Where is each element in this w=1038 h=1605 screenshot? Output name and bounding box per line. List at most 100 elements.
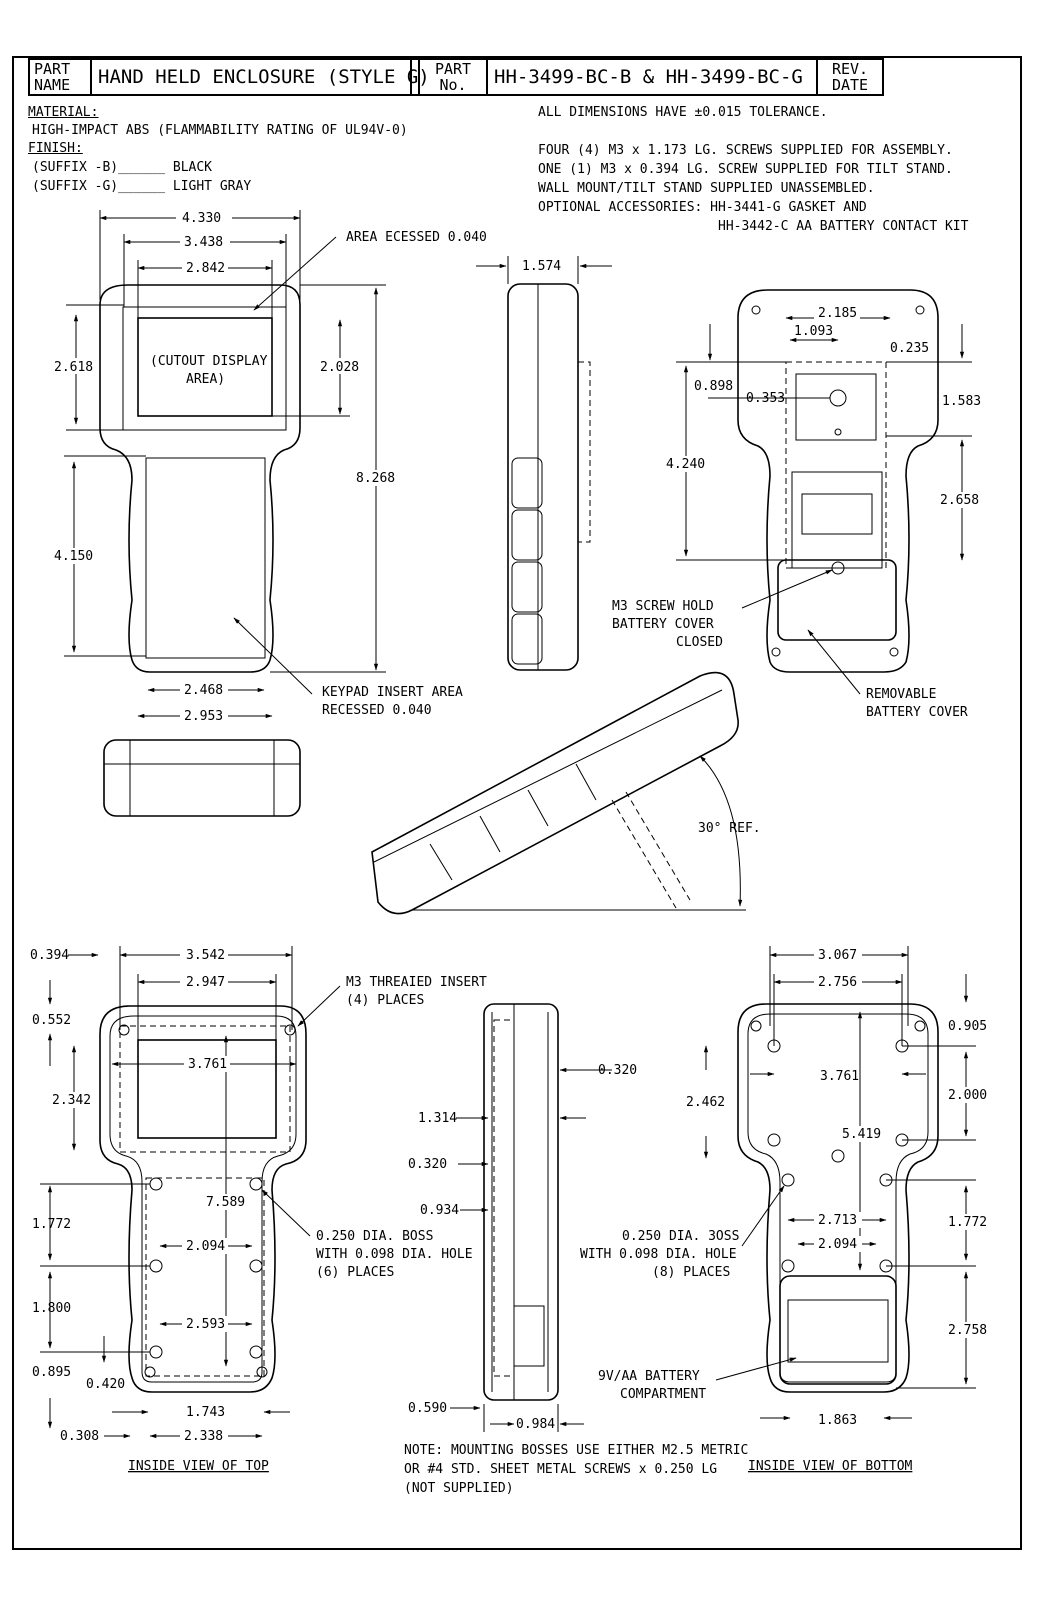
dim-1800: 1.800	[32, 1301, 71, 1316]
front-outline	[99, 284, 301, 673]
label-battery-2: COMPARTMENT	[620, 1387, 706, 1402]
drawing-border	[12, 56, 1022, 1550]
section-view: 0.320 1.314 0.320 0.934 0.590 0.984	[408, 1003, 637, 1432]
dim-0895: 0.895	[32, 1365, 71, 1380]
dim-2953: 2.953	[184, 709, 223, 724]
accessories-note-1: OPTIONAL ACCESSORIES: HH-3441-G GASKET A…	[538, 200, 867, 215]
battery-compartment	[779, 1275, 897, 1385]
inside-top-view: 0.394 3.542 2.947 0.552 3.761 2.342 7.58…	[30, 946, 487, 1474]
material-heading: MATERIAL:	[28, 105, 99, 120]
title-block: PART NAME HAND HELD ENCLOSURE (STYLE G) …	[28, 58, 884, 96]
dim-section-0320a: 0.320	[598, 1063, 637, 1078]
section-outline	[483, 1003, 559, 1401]
dim-2185: 2.185	[818, 306, 857, 321]
label-keypad-1: KEYPAD INSERT AREA	[322, 685, 463, 700]
dim-2713: 2.713	[818, 1213, 857, 1228]
side-outline	[507, 283, 579, 671]
dim-bottom-3761: 3.761	[820, 1069, 859, 1084]
inside-bottom-outline	[737, 1003, 939, 1393]
dim-4150: 4.150	[54, 549, 93, 564]
dim-0394: 0.394	[30, 948, 69, 963]
dim-0984: 0.984	[516, 1417, 555, 1432]
dim-2468: 2.468	[184, 683, 223, 698]
bosses-note-1: NOTE: MOUNTING BOSSES USE EITHER M2.5 ME…	[404, 1443, 749, 1458]
dim-2094: 2.094	[186, 1239, 225, 1254]
label-screw-2: BATTERY COVER	[612, 617, 714, 632]
label-top-boss-1: 0.250 DIA. BOSS	[316, 1229, 433, 1244]
dim-2342: 2.342	[52, 1093, 91, 1108]
label-screw-3: CLOSED	[676, 635, 723, 650]
screws-note-1: FOUR (4) M3 x 1.173 LG. SCREWS SUPPLIED …	[538, 143, 953, 158]
dim-0353: 0.353	[746, 391, 785, 406]
dim-1574: 1.574	[522, 259, 561, 274]
tilt-view: 30° REF.	[371, 671, 761, 915]
label-keypad-2: RECESSED 0.040	[322, 703, 432, 718]
dim-1093: 1.093	[794, 324, 833, 339]
part-no-label: PART No.	[418, 60, 488, 94]
dim-2756: 2.756	[818, 975, 857, 990]
label-cutout-2: AREA)	[186, 372, 225, 387]
dim-2338: 2.338	[184, 1429, 223, 1444]
part-name: HAND HELD ENCLOSURE (STYLE G)	[92, 60, 430, 94]
dim-bottom-1772: 1.772	[948, 1215, 987, 1230]
accessories-note-2: HH-3442-C AA BATTERY CONTACT KIT	[718, 219, 969, 234]
dim-0905: 0.905	[948, 1019, 987, 1034]
label-area-recessed: AREA ECESSED 0.040	[346, 230, 487, 245]
dim-1772: 1.772	[32, 1217, 71, 1232]
label-cover-1: REMOVABLE	[866, 687, 936, 702]
dim-0308: 0.308	[60, 1429, 99, 1444]
dim-4330: 4.330	[182, 211, 221, 226]
dim-2658: 2.658	[940, 493, 979, 508]
dim-0898: 0.898	[694, 379, 733, 394]
label-top-boss-2: WITH 0.098 DIA. HOLE	[316, 1247, 473, 1262]
screws-note-3: WALL MOUNT/TILT STAND SUPPLIED UNASSEMBL…	[538, 181, 875, 196]
dim-0590: 0.590	[408, 1401, 447, 1416]
label-cutout-1: (CUTOUT DISPLAY	[150, 354, 268, 369]
back-view: 2.185 1.093 0.235 0.898 0.353 1.583 4.24…	[612, 289, 982, 720]
caption-inside-top: INSIDE VIEW OF TOP	[128, 1459, 269, 1474]
material-text: HIGH-IMPACT ABS (FLAMMABILITY RATING OF …	[32, 123, 408, 138]
dim-7589: 7.589	[206, 1195, 245, 1210]
dim-5419: 5.419	[842, 1127, 881, 1142]
label-top-boss-3: (6) PLACES	[316, 1265, 394, 1280]
tilt-outline	[371, 671, 739, 915]
inside-top-outline	[99, 1005, 307, 1393]
dim-0420: 0.420	[86, 1377, 125, 1392]
front-view: 4.330 3.438 2.842 2.618 2.028 8.268 4.15…	[52, 210, 487, 724]
part-no: HH-3499-BC-B & HH-3499-BC-G	[488, 60, 818, 94]
tolerance-note: ALL DIMENSIONS HAVE ±0.015 TOLERANCE.	[538, 105, 828, 120]
keypad-insert	[145, 457, 266, 659]
end-view	[103, 739, 301, 817]
screws-note-2: ONE (1) M3 x 0.394 LG. SCREW SUPPLIED FO…	[538, 162, 953, 177]
label-insert-2: (4) PLACES	[346, 993, 424, 1008]
side-view: 1.574	[476, 256, 612, 671]
rev-date-label: REV. DATE	[831, 60, 869, 94]
label-insert-1: M3 THREAIED INSERT	[346, 975, 487, 990]
label-cover-2: BATTERY COVER	[866, 705, 968, 720]
label-battery-1: 9V/AA BATTERY	[598, 1369, 700, 1384]
dim-0552: 0.552	[32, 1013, 71, 1028]
inside-bottom-view: 3.067 2.756 0.905 3.761 2.462 2.000 5.41…	[580, 946, 992, 1474]
bosses-note-3: (NOT SUPPLIED)	[404, 1481, 514, 1496]
dim-1863: 1.863	[818, 1413, 857, 1428]
dim-2758: 2.758	[948, 1323, 987, 1338]
dim-3542: 3.542	[186, 948, 225, 963]
dim-0235: 0.235	[890, 341, 929, 356]
dim-1314: 1.314	[418, 1111, 457, 1126]
end-outline	[103, 739, 301, 817]
finish-heading: FINISH:	[28, 141, 83, 156]
dim-2462: 2.462	[686, 1095, 725, 1110]
display-cutout	[137, 317, 273, 417]
dim-bottom-2094: 2.094	[818, 1237, 857, 1252]
dim-2593: 2.593	[186, 1317, 225, 1332]
dim-2028: 2.028	[320, 360, 359, 375]
dim-3438: 3.438	[184, 235, 223, 250]
dim-1743: 1.743	[186, 1405, 225, 1420]
dim-2842: 2.842	[186, 261, 225, 276]
battery-cover	[777, 559, 897, 641]
dim-2947: 2.947	[186, 975, 225, 990]
dim-2000: 2.000	[948, 1088, 987, 1103]
dim-0934: 0.934	[420, 1203, 459, 1218]
dim-4240: 4.240	[666, 457, 705, 472]
